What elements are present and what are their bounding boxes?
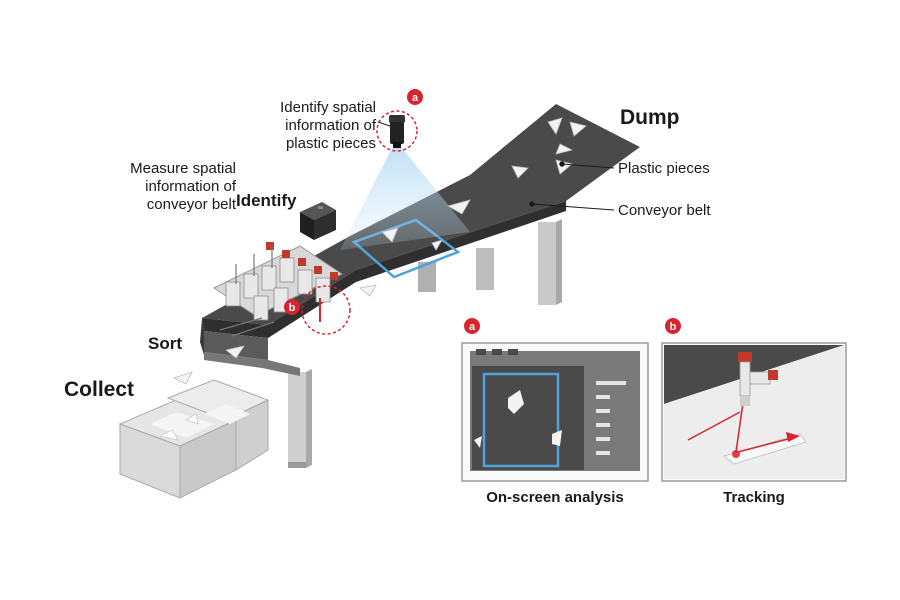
- label-plastic-pieces: Plastic pieces: [618, 160, 710, 177]
- svg-text:b: b: [670, 321, 677, 333]
- sensor-icon: [300, 202, 336, 240]
- inset-tracking: [661, 342, 847, 482]
- label-sort: Sort: [148, 334, 182, 353]
- svg-text:b: b: [289, 302, 296, 314]
- badge-b-inset: b: [665, 318, 681, 334]
- caption-tracking: Tracking: [723, 489, 785, 506]
- conveyor-legs: [288, 219, 562, 468]
- badge-b-robot: b: [284, 299, 300, 315]
- badge-a-camera: a: [407, 89, 423, 105]
- label-dump: Dump: [620, 106, 680, 129]
- label-identify: Identify: [236, 191, 297, 210]
- label-collect: Collect: [64, 378, 135, 401]
- leader-lines: [377, 121, 615, 211]
- camera-icon: [376, 110, 418, 152]
- caption-on-screen-analysis: On-screen analysis: [486, 489, 624, 506]
- badge-a-inset: a: [464, 318, 480, 334]
- label-identify-spatial: Identify spatial information of plastic …: [280, 99, 376, 152]
- camera-beam: [340, 148, 470, 250]
- svg-text:a: a: [469, 321, 476, 333]
- inset-on-screen-analysis: [461, 342, 649, 482]
- label-conveyor-belt: Conveyor belt: [618, 202, 711, 219]
- label-measure-spatial: Measure spatial information of conveyor …: [130, 160, 236, 213]
- robot-arm-icon: [212, 242, 351, 337]
- svg-text:a: a: [412, 92, 419, 104]
- collection-bins: [118, 379, 270, 499]
